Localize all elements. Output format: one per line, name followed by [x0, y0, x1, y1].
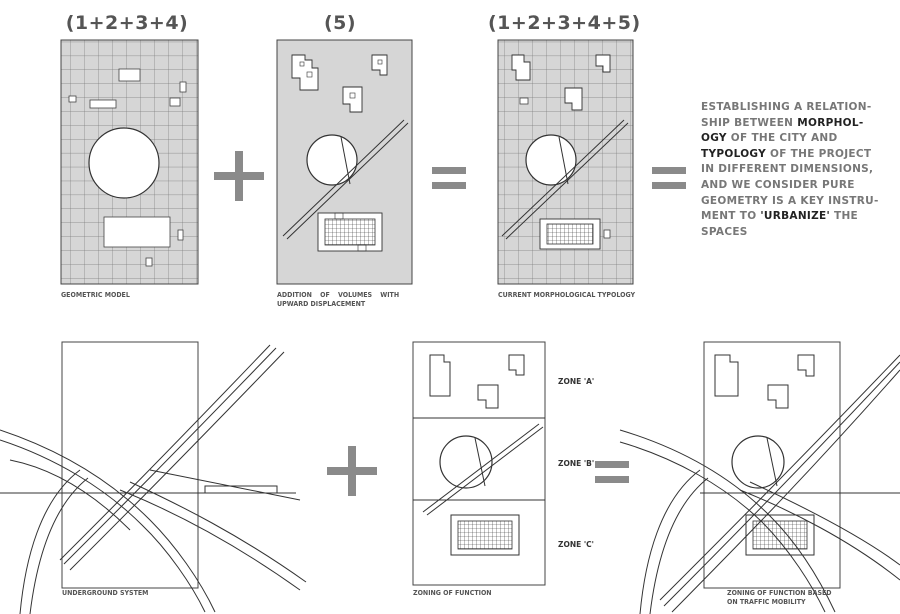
desc-line: SPACES — [701, 225, 748, 238]
zone-a-label: ZONE 'A' — [558, 377, 595, 386]
zoning-function-panel — [412, 341, 546, 586]
panel2-heading: (5) — [323, 12, 357, 34]
zoning-caption: ZONING OF FUNCTION — [413, 589, 492, 597]
volumes-caption-line2: UPWARD DISPLACEMENT — [277, 300, 366, 308]
panel1-heading: (1+2+3+4) — [65, 12, 189, 34]
volumes-caption-line1: ADDITION OF VOLUMES WITH — [277, 291, 400, 299]
desc-line: IN DIFFERENT DIMENSIONS, — [701, 163, 874, 176]
desc-line: SHIP BETWEEN MORPHOL- — [701, 116, 864, 129]
description-text: ESTABLISHING A RELATION- SHIP BETWEEN MO… — [701, 100, 881, 240]
underground-system-panel — [0, 341, 307, 614]
equals-operator-top-2 — [652, 167, 686, 189]
plus-operator-top — [214, 151, 264, 201]
zone-b-label: ZONE 'B' — [558, 459, 595, 468]
panel3-heading: (1+2+3+4+5) — [488, 12, 641, 34]
geometric-model-panel — [60, 39, 199, 285]
desc-line: MENT TO 'URBANIZE' THE — [701, 210, 859, 223]
current-typology-panel — [497, 39, 634, 285]
equals-operator-bottom — [595, 461, 629, 483]
plus-operator-bottom — [327, 446, 377, 496]
volumes-panel — [276, 39, 413, 285]
equals-operator-top-1 — [432, 167, 466, 189]
desc-line: GEOMETRY IS A KEY INSTRU- — [701, 194, 879, 207]
underground-caption: UNDERGROUND SYSTEM — [62, 589, 149, 597]
desc-line: OGY OF THE CITY AND — [701, 132, 838, 145]
desc-line: TYPOLOGY OF THE PROJECT — [701, 147, 872, 160]
traffic-caption-line1: ZONING OF FUNCTION BASED — [727, 589, 832, 597]
geometric-model-caption: GEOMETRIC MODEL — [61, 291, 130, 299]
desc-line: ESTABLISHING A RELATION- — [701, 101, 872, 113]
traffic-mobility-panel — [619, 341, 900, 614]
typology-caption: CURRENT MORPHOLOGICAL TYPOLOGY — [498, 291, 636, 299]
traffic-caption-line2: ON TRAFFIC MOBILITY — [727, 598, 806, 606]
desc-line: AND WE CONSIDER PURE — [701, 178, 855, 191]
zone-c-label: ZONE 'C' — [558, 540, 594, 549]
